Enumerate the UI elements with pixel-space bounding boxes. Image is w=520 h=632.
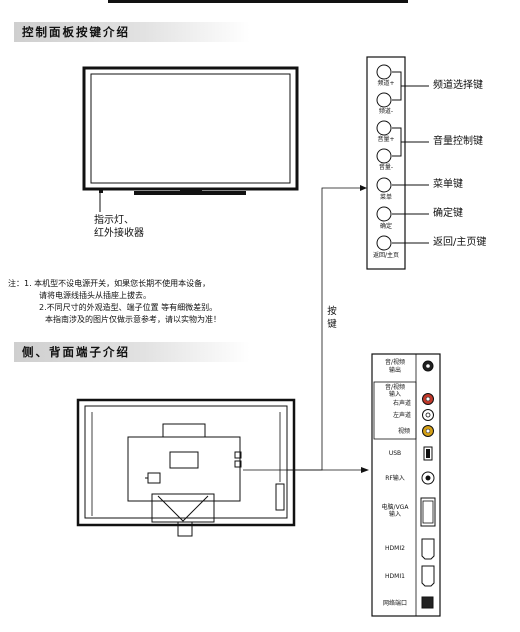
callout-volume: 音量控制键 (433, 136, 483, 147)
tv-front (82, 66, 299, 212)
key-connector-arrow (243, 185, 367, 471)
control-panel-strip (366, 56, 406, 270)
port-label-pc-1: 电脑/VGA (381, 504, 409, 511)
top-rule (108, 0, 408, 3)
port-panel (371, 353, 441, 617)
button-label-ok: 确定 (379, 223, 392, 230)
port-label-hdmi2: HDMI2 (385, 545, 405, 552)
button-label-home: 返回/主页 (372, 252, 400, 259)
note-line1: 注：1. 本机型不设电源开关，如果您长期不使用本设备， (8, 279, 211, 288)
callout-lines (392, 71, 429, 244)
port-label-rf: RF输入 (385, 475, 405, 482)
port-label-av-out-2: 输出 (388, 367, 401, 374)
button-label-volume-down: 音量- (378, 164, 394, 171)
port-label-network: 网络端口 (382, 600, 407, 607)
section-title-ports: 侧、背面端子介绍 (22, 345, 130, 359)
section-bar-control-panel (14, 22, 250, 42)
section-title-control-panel: 控制面板按键介绍 (22, 25, 130, 39)
port-label-hdmi1: HDMI1 (385, 573, 405, 580)
port-label-left: 左声道 (392, 412, 411, 419)
indicator-label-line2: 红外接收器 (94, 228, 144, 239)
port-label-av-out-1: 音/视频 (384, 359, 406, 366)
note-line2: 请将电源线插头从插座上拔去。 (39, 291, 151, 300)
callout-ok: 确定键 (433, 208, 463, 219)
port-label-right: 右声道 (392, 400, 411, 407)
button-label-volume-up: 音量+ (377, 136, 395, 143)
note-line4: 本指南涉及的图片仅做示意参考，请以实物为准！ (45, 315, 221, 324)
button-label-channel-down: 频道- (378, 108, 394, 115)
callout-channel: 频道选择键 (433, 80, 483, 91)
connector-label-char2: 键 (327, 319, 337, 330)
callout-home: 返回/主页键 (433, 237, 487, 248)
section-bar-ports (14, 342, 250, 362)
port-label-usb: USB (388, 450, 402, 457)
button-label-channel-up: 频道+ (377, 80, 395, 87)
connector-label-char1: 按 (327, 306, 337, 317)
ports-connector-arrow (287, 467, 369, 473)
port-label-av-in-1: 音/视频 (384, 384, 406, 391)
port-label-video: 视频 (397, 428, 410, 435)
tv-back (76, 398, 296, 537)
port-label-av-in-2: 输入 (388, 391, 401, 398)
port-label-pc-2: 输入 (388, 511, 401, 518)
note-line3: 2.不同尺寸的外观造型、端子位置 等有细微差别。 (39, 303, 218, 312)
button-label-menu: 菜单 (379, 194, 392, 201)
indicator-label-line1: 指示灯、 (94, 215, 134, 226)
callout-menu: 菜单键 (433, 179, 463, 190)
